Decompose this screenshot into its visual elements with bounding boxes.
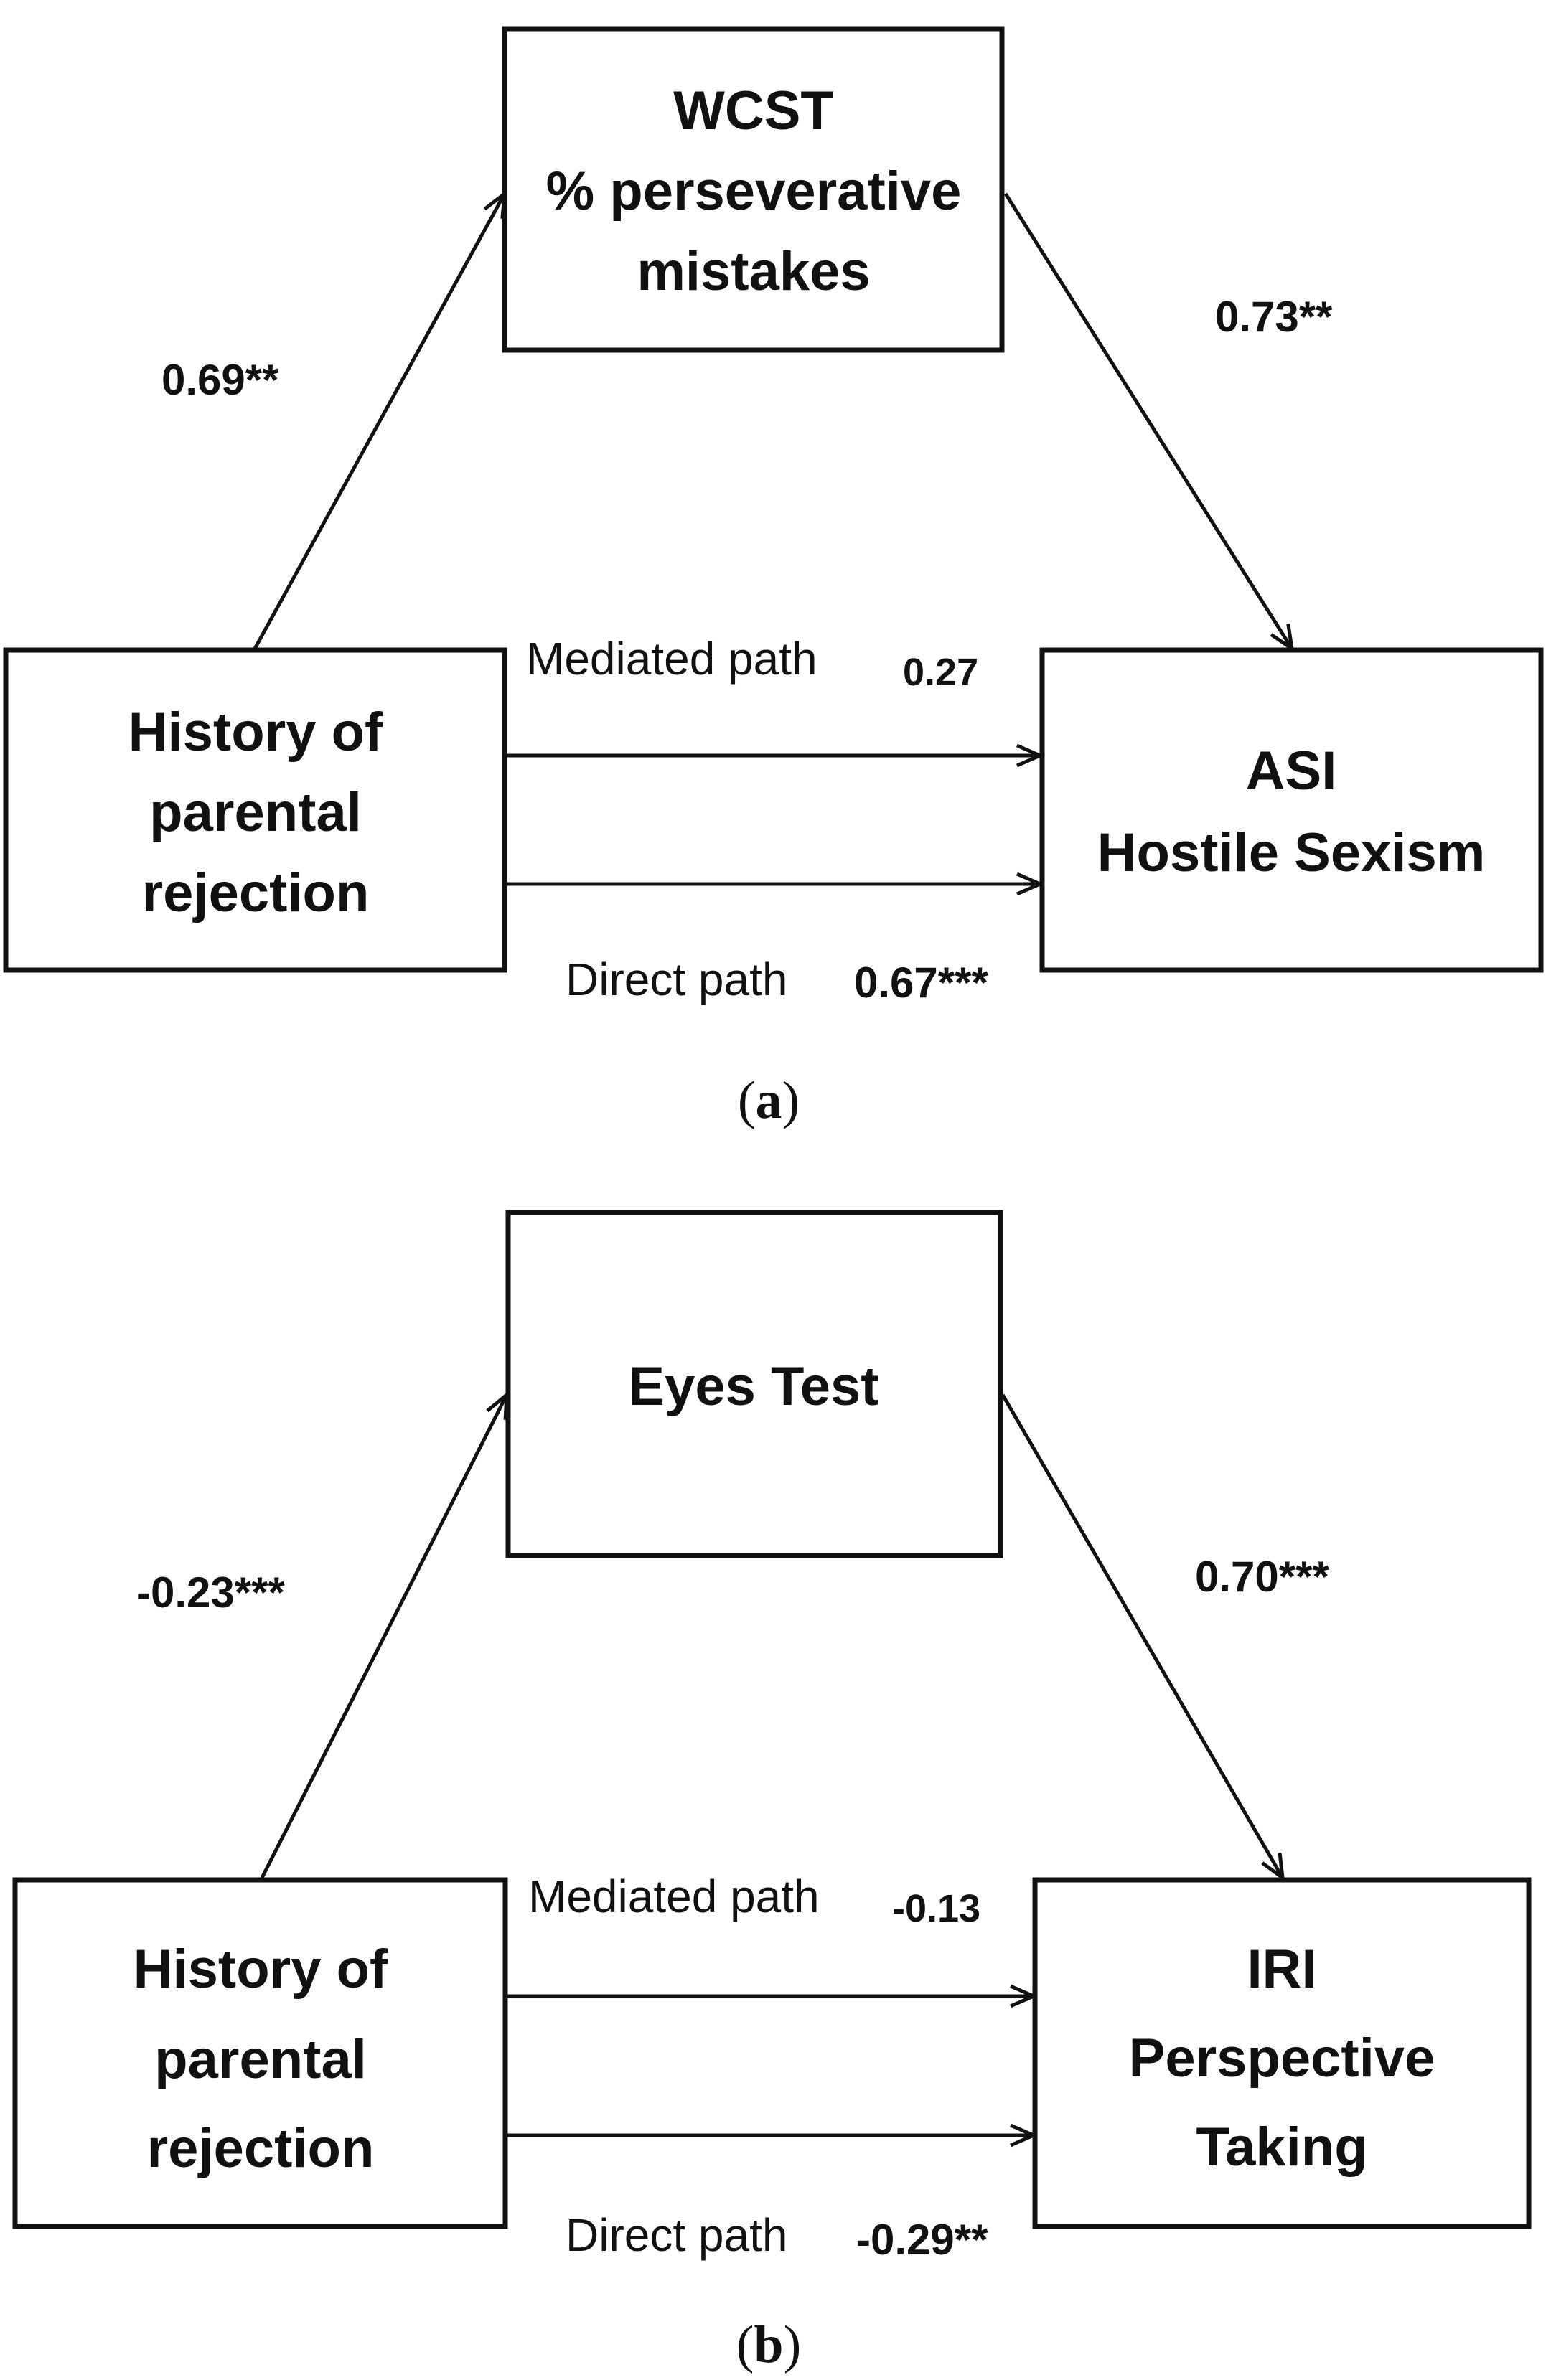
arrow-a-path-b — [1003, 192, 1292, 649]
outcome-line-b-0: IRI — [1247, 1939, 1316, 2000]
mediated-label-a: Mediated path — [526, 633, 817, 685]
panel-label-b: (b) — [736, 2315, 801, 2374]
mediator-box-b — [505, 1210, 1003, 1558]
mediator-line-b-0: Eyes Test — [628, 1356, 878, 1417]
direct-label-a: Direct path — [566, 954, 787, 1005]
mediated-label-b: Mediated path — [528, 1871, 820, 1922]
panel-b: Eyes Test History of parental rejection … — [12, 1210, 1532, 2374]
outcome-line-a-1: Hostile Sexism — [1097, 822, 1486, 883]
panel-label-a: (a) — [738, 1071, 800, 1130]
predictor-box-b — [12, 1877, 508, 2229]
direct-label-b: Direct path — [566, 2209, 787, 2261]
mediator-box-a — [502, 26, 1005, 353]
outcome-box-a — [1039, 647, 1544, 973]
predictor-line-b-1: parental — [154, 2029, 367, 2090]
predictor-line-b-2: rejection — [147, 2118, 375, 2179]
predictor-line-a-1: parental — [149, 782, 362, 843]
outcome-line-a-0: ASI — [1246, 740, 1337, 801]
coef-b-b: 0.70*** — [1195, 1553, 1329, 1601]
predictor-line-a-2: rejection — [142, 862, 370, 923]
outcome-box-b — [1032, 1877, 1532, 2229]
arrow-b-path-b — [1001, 1393, 1283, 1878]
arrow-a-path-a — [253, 194, 505, 650]
arrow-b-path-a — [260, 1395, 507, 1879]
mediator-line-a-1: % perseverative — [546, 161, 962, 222]
predictor-line-a-0: History of — [128, 702, 383, 763]
outcome-line-b-2: Taking — [1196, 2117, 1367, 2178]
predictor-box-a — [3, 647, 507, 973]
mediated-coef-b: -0.13 — [892, 1887, 980, 1930]
predictor-line-b-0: History of — [133, 1939, 388, 2000]
direct-coef-b: -0.29** — [856, 2216, 988, 2264]
coef-a-a: 0.69** — [161, 356, 279, 404]
mediator-line-a-0: WCST — [673, 80, 834, 141]
panel-a: WCST % perseverative mistakes History of… — [3, 26, 1544, 1130]
coef-a-b: -0.23*** — [136, 1568, 285, 1617]
mediator-line-a-2: mistakes — [637, 241, 870, 302]
mediated-coef-a: 0.27 — [903, 651, 978, 694]
direct-coef-a: 0.67*** — [854, 959, 988, 1007]
coef-b-a: 0.73** — [1215, 293, 1333, 341]
outcome-line-b-1: Perspective — [1129, 2028, 1435, 2089]
